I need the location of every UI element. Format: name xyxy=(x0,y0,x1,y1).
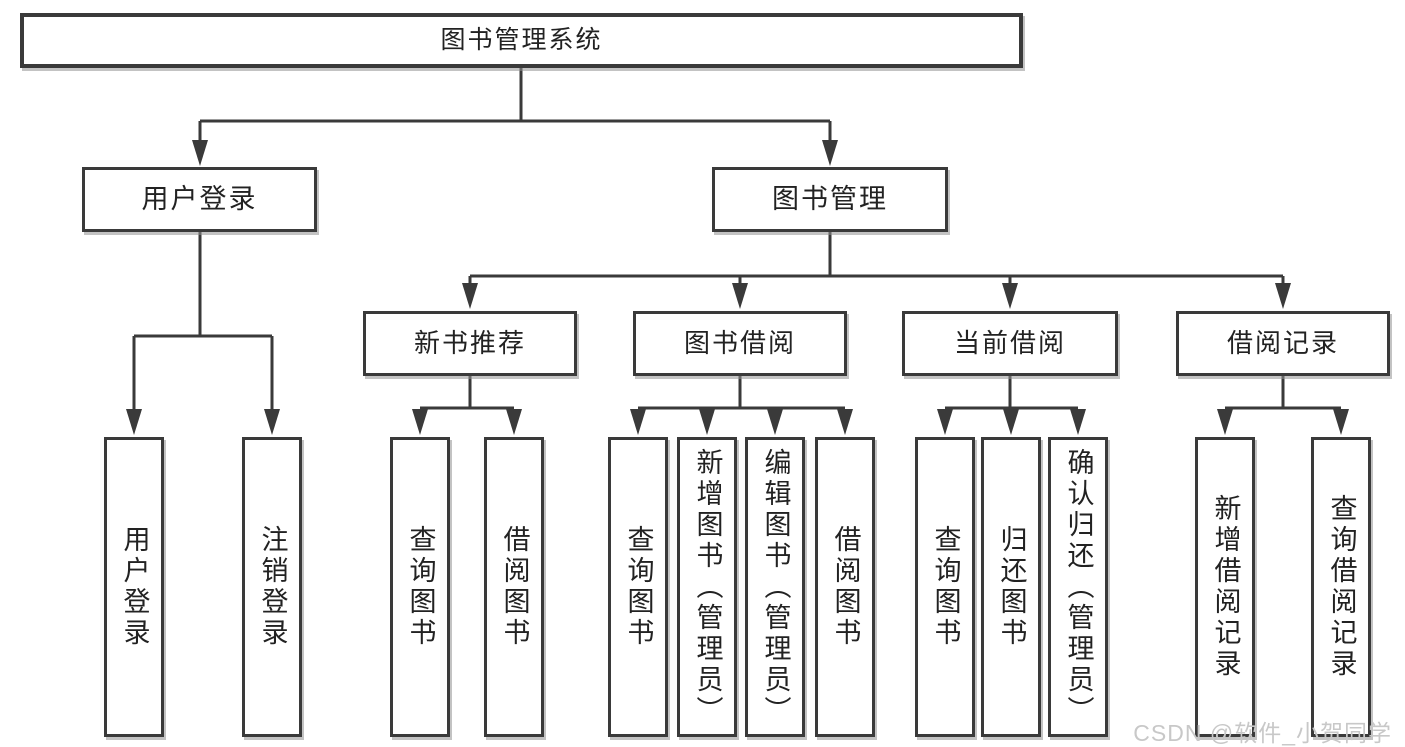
node-root: 图书管理系统 xyxy=(20,13,1023,68)
node-current-borrow: 当前借阅 xyxy=(902,311,1118,376)
leaf-return-book: 归还图书 xyxy=(981,437,1041,737)
leaf-user-login: 用户登录 xyxy=(104,437,164,737)
node-user-login: 用户登录 xyxy=(82,167,317,232)
leaf-borrow-books-recommend: 借阅图书 xyxy=(484,437,544,737)
leaf-confirm-return-admin: 确认归还（管理员） xyxy=(1048,437,1108,737)
leaf-query-books-borrow: 查询图书 xyxy=(608,437,668,737)
node-book-management: 图书管理 xyxy=(712,167,948,232)
leaf-borrow-books: 借阅图书 xyxy=(815,437,875,737)
node-borrow-records: 借阅记录 xyxy=(1176,311,1390,376)
node-new-book-recommend: 新书推荐 xyxy=(363,311,577,376)
node-book-borrow: 图书借阅 xyxy=(633,311,847,376)
leaf-query-borrow-record: 查询借阅记录 xyxy=(1311,437,1371,737)
leaf-add-borrow-record: 新增借阅记录 xyxy=(1195,437,1255,737)
leaf-query-books-current: 查询图书 xyxy=(915,437,975,737)
arrowheads xyxy=(126,140,1349,435)
leaf-logout: 注销登录 xyxy=(242,437,302,737)
watermark: CSDN @软件_小贺同学 xyxy=(1133,720,1392,746)
leaf-add-book-admin: 新增图书（管理员） xyxy=(677,437,737,737)
leaf-edit-book-admin: 编辑图书（管理员） xyxy=(745,437,805,737)
leaf-query-books-recommend: 查询图书 xyxy=(390,437,450,737)
